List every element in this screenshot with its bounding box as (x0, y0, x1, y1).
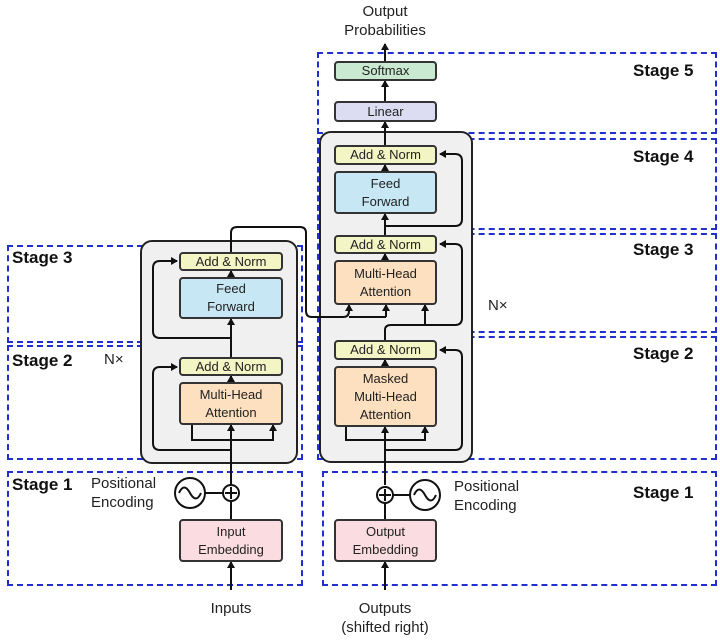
encoder-stage-2-label: Stage 2 (12, 351, 73, 370)
decoder-stage-2 (317, 336, 717, 460)
decoder-add-norm-3: Add & Norm (334, 145, 437, 165)
enc-qkv-branches (191, 425, 273, 441)
dec-addnorm-to-q (384, 304, 429, 340)
encoder-add-norm-1: Add & Norm (179, 357, 283, 376)
inputs-label: Inputs (210, 600, 252, 617)
decoder-linear: Linear (334, 101, 437, 122)
decoder-multi-head-attention: Multi-Head Attention (334, 260, 437, 305)
encoder-nx-label: N× (104, 351, 124, 368)
decoder-stage-1-label: Stage 1 (633, 483, 694, 502)
decoder-stage-5 (317, 52, 717, 134)
decoder-softmax: Softmax (334, 61, 437, 81)
dec-qkv-branches (345, 427, 425, 441)
decoder-stage-4 (317, 138, 717, 230)
decoder-feed-forward: Feed Forward (334, 171, 437, 214)
dec-residual-1 (385, 346, 463, 451)
decoder-stage-1 (322, 471, 717, 586)
encoder-stage-3-label: Stage 3 (12, 248, 73, 267)
encoder-feed-forward: Feed Forward (179, 277, 283, 319)
encoder-multi-head-attention: Multi-Head Attention (179, 382, 283, 425)
dec-residual-2 (425, 240, 463, 326)
decoder-stage-3 (317, 233, 717, 333)
encoder-positional-encoding-label: Positional Encoding (91, 475, 157, 511)
decoder-nx-label: N× (488, 297, 508, 314)
decoder-positional-encoding-label: Positional Encoding (454, 478, 520, 514)
decoder-output-embedding: Output Embedding (334, 519, 437, 562)
encoder-stage-1 (7, 471, 303, 586)
decoder-masked-multi-head-attention: Masked Multi-Head Attention (334, 366, 437, 427)
output-probabilities-label: Output Probabilities (344, 3, 426, 39)
encoder-input-embedding: Input Embedding (179, 519, 283, 562)
decoder-stage-2-label: Stage 2 (633, 344, 694, 363)
decoder-add-norm-2: Add & Norm (334, 235, 437, 254)
decoder-stage-4-label: Stage 4 (633, 147, 694, 166)
decoder-stage-3-label: Stage 3 (633, 240, 694, 259)
decoder-add-norm-1: Add & Norm (334, 340, 437, 360)
decoder-stage-5-label: Stage 5 (633, 61, 694, 80)
enc-to-dec-link (230, 226, 353, 318)
encoder-add-norm-2: Add & Norm (179, 252, 283, 271)
enc-residual-2 (152, 257, 231, 339)
dec-residual-3 (385, 150, 463, 227)
encoder-stage-1-label: Stage 1 (12, 475, 73, 494)
enc-residual-1 (152, 363, 231, 451)
outputs-label: Outputs (shifted right) (341, 600, 429, 636)
